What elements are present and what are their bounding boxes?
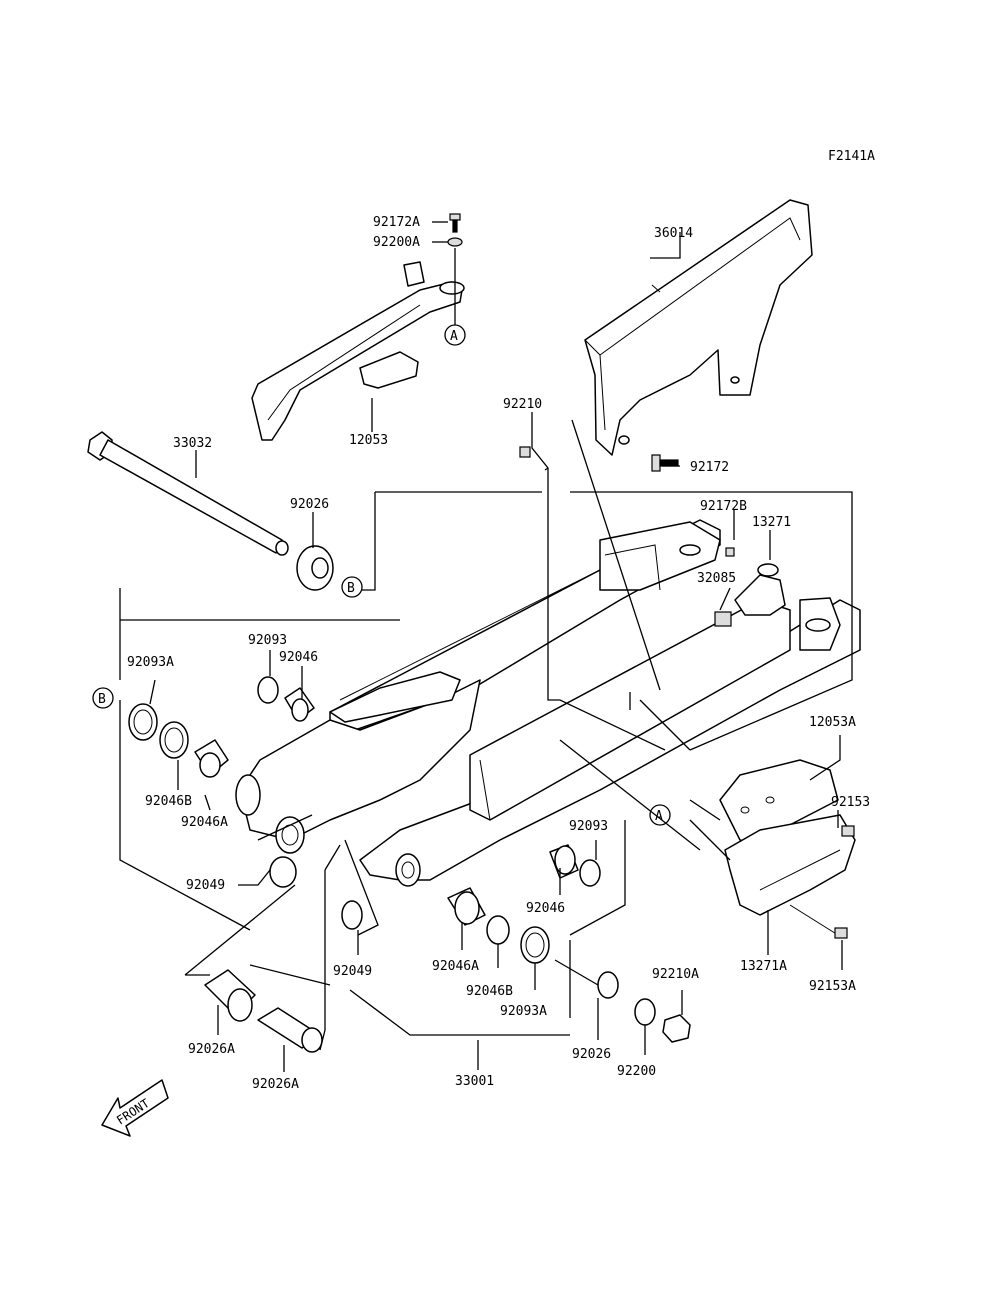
label-36014: 36014	[654, 226, 693, 241]
label-92093-top: 92093	[248, 633, 287, 648]
label-92046-right: 92046	[526, 901, 565, 916]
seal-92093-right	[579, 859, 601, 887]
figure-code: F2141A	[828, 149, 875, 164]
callout-B-top-label: B	[347, 581, 355, 596]
label-13271A: 13271A	[740, 959, 787, 974]
label-92093A-mid: 92093A	[500, 1004, 547, 1019]
label-92026-top: 92026	[290, 497, 329, 512]
front-arrow-icon: FRONT	[101, 1079, 169, 1137]
collar-92026-top	[296, 545, 334, 591]
bolt-92172B	[725, 547, 735, 557]
label-33032: 33032	[173, 436, 212, 451]
callout-A-top: A	[444, 324, 466, 346]
seal-92046B-left	[159, 721, 189, 759]
label-92046A-mid: 92046A	[432, 959, 479, 974]
washer-92200A	[447, 237, 463, 247]
collar-92026A-2	[257, 1007, 323, 1053]
seal-92093A-mid	[520, 926, 550, 964]
callout-B-left: B	[92, 687, 114, 709]
label-92093-right: 92093	[569, 819, 608, 834]
chain-slider-12053	[251, 261, 465, 441]
label-12053A: 12053A	[809, 715, 856, 730]
bolt-92153	[841, 825, 855, 837]
label-92026-bottom: 92026	[572, 1047, 611, 1062]
callout-A-right: A	[649, 804, 671, 826]
label-33001: 33001	[455, 1074, 494, 1089]
seal-92093A-left	[128, 703, 158, 741]
label-92200A: 92200A	[373, 235, 420, 250]
bearing-92046A-mid	[447, 887, 486, 926]
label-92046B-mid: 92046B	[466, 984, 513, 999]
seal-92049-mid	[341, 900, 363, 930]
bolt-92172-cover	[651, 454, 679, 472]
bearing-92046A-left	[194, 739, 229, 778]
bearing-92046-top	[284, 687, 315, 722]
callout-B-top: B	[341, 576, 363, 598]
label-92200: 92200	[617, 1064, 656, 1079]
chain-adjuster-13271	[734, 563, 786, 616]
label-92172B: 92172B	[700, 499, 747, 514]
pivot-shaft-33032	[87, 431, 289, 556]
chain-cover-36014	[584, 199, 813, 456]
label-92046A-left: 92046A	[181, 815, 228, 830]
label-92172A: 92172A	[373, 215, 420, 230]
collar-92026-bottom	[597, 971, 619, 999]
label-32085: 32085	[697, 571, 736, 586]
bolt-92172A-top	[449, 213, 461, 233]
label-12053: 12053	[349, 433, 388, 448]
bearing-92046-right	[549, 844, 579, 879]
callout-A-top-label: A	[450, 329, 458, 344]
label-92153A: 92153A	[809, 979, 856, 994]
chain-guide-12053A	[719, 759, 856, 916]
label-92049-mid: 92049	[333, 964, 372, 979]
label-92153: 92153	[831, 795, 870, 810]
label-13271: 13271	[752, 515, 791, 530]
label-92046B-left: 92046B	[145, 794, 192, 809]
label-92049-left: 92049	[186, 878, 225, 893]
seal-92049-left	[269, 856, 297, 888]
seal-92046B-mid	[486, 915, 510, 945]
label-92026A-1: 92026A	[188, 1042, 235, 1057]
collar-92026A-1	[204, 969, 256, 1022]
label-92210A: 92210A	[652, 967, 699, 982]
callout-B-left-label: B	[98, 692, 106, 707]
label-92210: 92210	[503, 397, 542, 412]
nut-92210A	[662, 1014, 691, 1043]
callout-A-right-label: A	[655, 809, 663, 824]
bolt-32085	[714, 611, 732, 627]
washer-92200	[634, 998, 656, 1026]
label-92046-top: 92046	[279, 650, 318, 665]
bolt-92153A	[789, 904, 848, 939]
label-92172: 92172	[690, 460, 729, 475]
nut-92210-top	[519, 446, 531, 458]
seal-92093-top	[257, 676, 279, 704]
label-92093A-left: 92093A	[127, 655, 174, 670]
label-92026A-2: 92026A	[252, 1077, 299, 1092]
leader-lines	[119, 221, 853, 1072]
